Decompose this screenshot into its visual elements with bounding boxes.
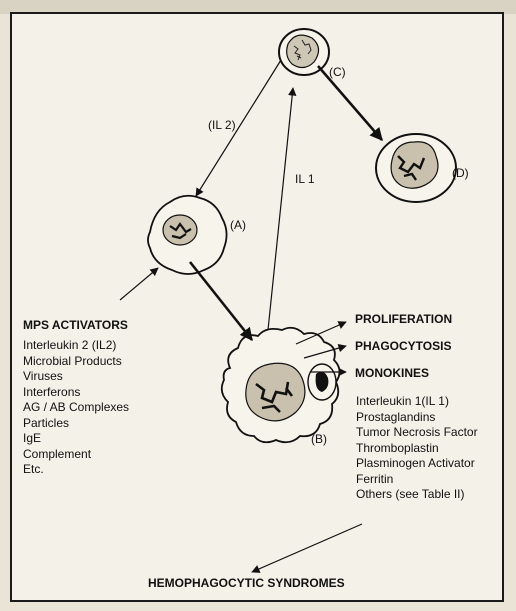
list-item: Tumor Necrosis Factor [356,425,478,441]
list-item: Thromboplastin [356,441,478,457]
list-item: IgE [23,431,129,447]
list-item: Interleukin 1(IL 1) [356,394,478,410]
cell-b-label: (B) [311,432,327,446]
phagocytosis-label: PHAGOCYTOSIS [355,339,451,353]
mps-activators-list: Interleukin 2 (IL2) Microbial Products V… [23,338,129,478]
hemophagocytic-syndromes-label: HEMOPHAGOCYTIC SYNDROMES [148,576,345,590]
cell-b [222,328,340,443]
cell-c-label: (C) [329,65,346,79]
cell-a [148,196,227,274]
list-item: AG / AB Complexes [23,400,129,416]
list-item: Interferons [23,385,129,401]
monokines-label: MONOKINES [355,366,429,380]
list-item: Viruses [23,369,129,385]
list-item: Others (see Table II) [356,487,478,503]
arrow-to-syndromes [252,524,362,572]
list-item: Plasminogen Activator [356,456,478,472]
list-item: Particles [23,416,129,432]
arrow-a-to-b [190,262,252,340]
list-item: Etc. [23,462,129,478]
il2-arrow-label: (IL 2) [208,118,236,132]
cell-a-label: (A) [230,218,246,232]
monokines-list: Interleukin 1(IL 1) Prostaglandins Tumor… [356,394,478,503]
list-item: Complement [23,447,129,463]
list-item: Microbial Products [23,354,129,370]
arrow-activators-to-a [120,268,158,300]
list-item: Interleukin 2 (IL2) [23,338,129,354]
arrow-c-to-d [318,66,382,140]
arrow-b-to-c [268,88,293,330]
il1-arrow-label: IL 1 [295,172,315,186]
mps-activators-title: MPS ACTIVATORS [23,318,128,332]
list-item: Prostaglandins [356,410,478,426]
proliferation-label: PROLIFERATION [355,312,452,326]
cell-d [376,134,456,202]
cell-d-label: (D) [452,166,469,180]
list-item: Ferritin [356,472,478,488]
